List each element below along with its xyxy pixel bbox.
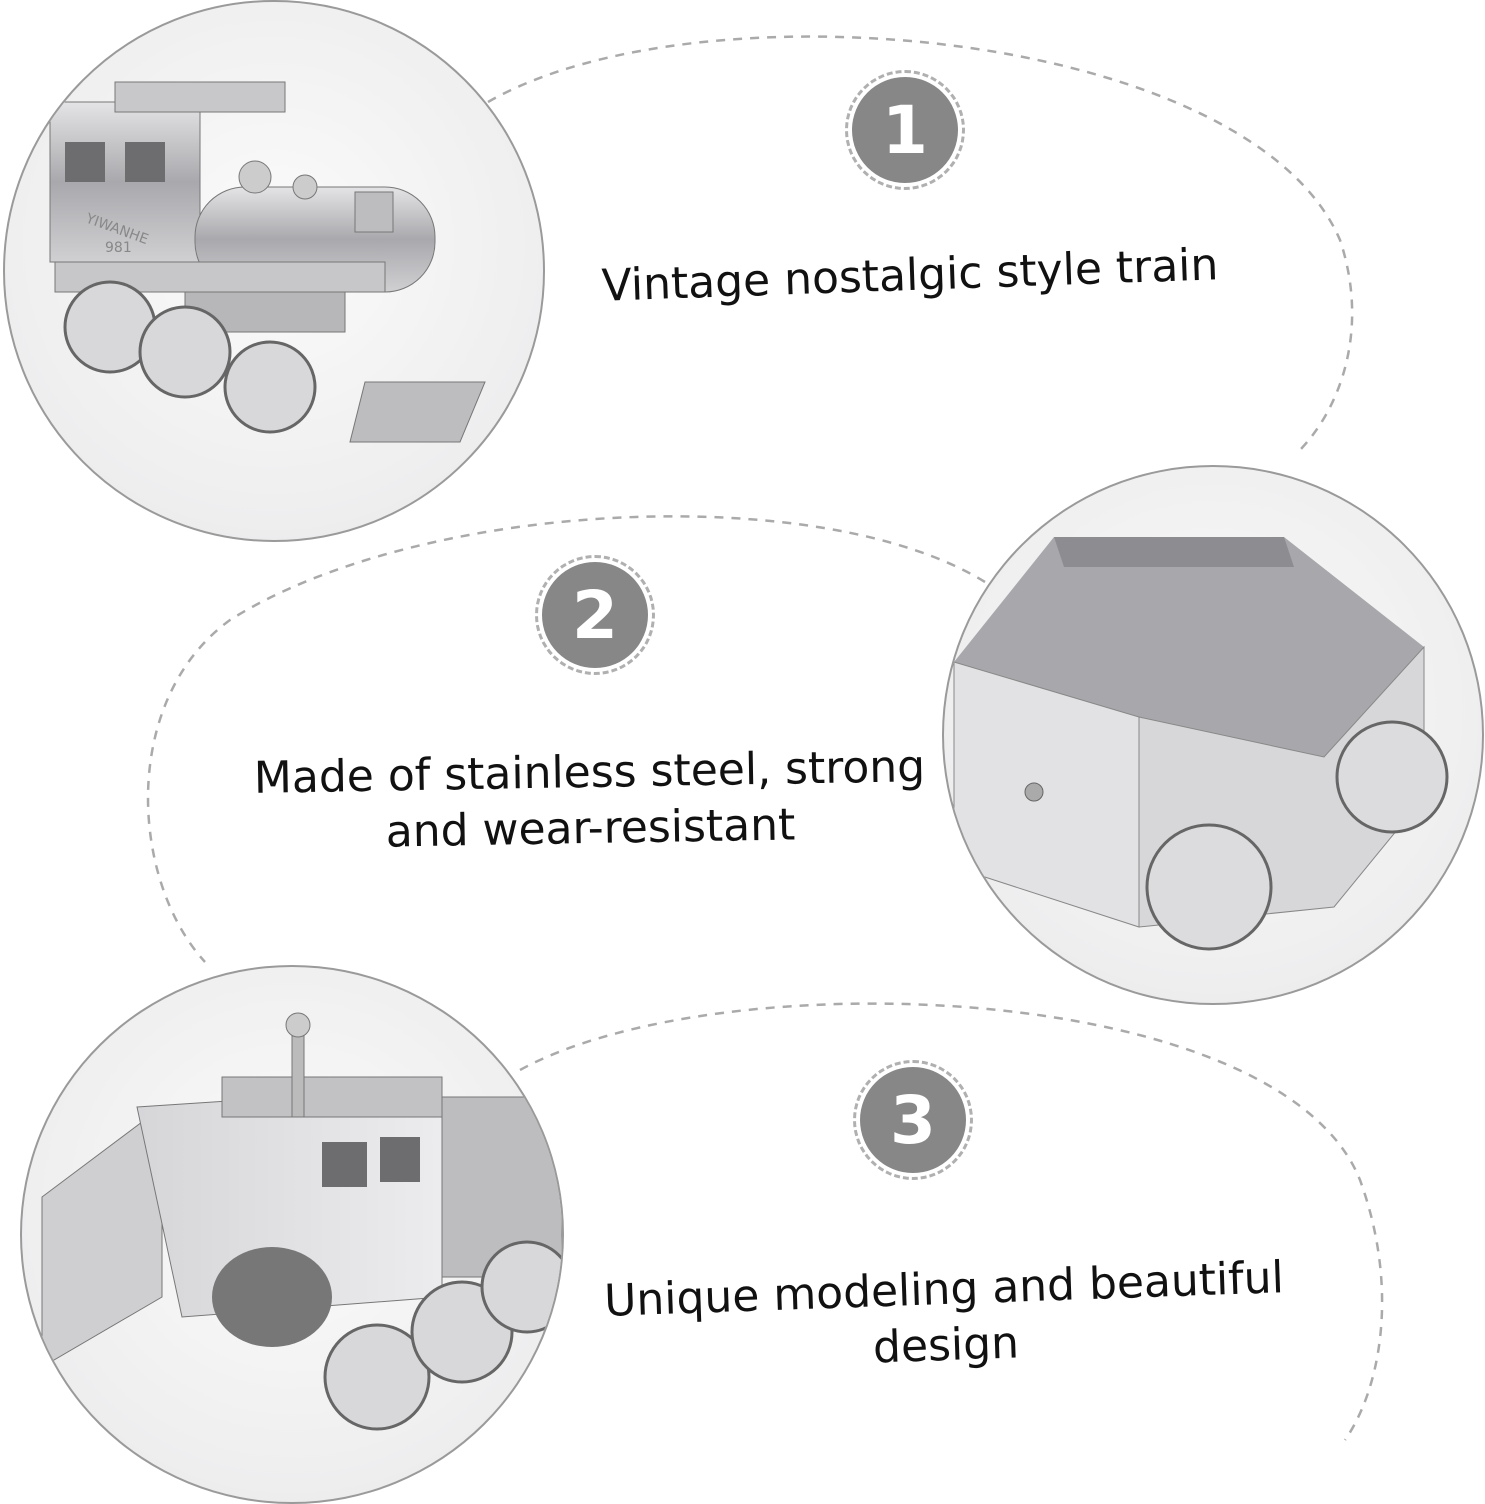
dashed-curve-2	[146, 515, 986, 963]
step-badge-3: 3	[853, 1060, 973, 1180]
locomotive-photo: YIWANHE 981	[3, 0, 545, 542]
dashed-curve-1	[487, 35, 1354, 453]
engraving-model: 981	[105, 240, 132, 256]
step-badge-2: 2	[535, 555, 655, 675]
locomotive-cab-photo	[20, 965, 564, 1504]
step-number: 1	[852, 77, 958, 183]
feature-caption-2: Made of stainless steel, strong and wear…	[229, 739, 951, 864]
tender-wagon-illustration	[953, 537, 1449, 951]
locomotive-illustration: YIWANHE 981	[49, 81, 486, 443]
step-badge-1: 1	[845, 70, 965, 190]
step-number: 3	[860, 1067, 966, 1173]
dashed-curve-3	[519, 1002, 1384, 1441]
step-number: 2	[542, 562, 648, 668]
locomotive-cab-illustration	[41, 1012, 562, 1431]
tender-wagon-photo	[942, 465, 1484, 1005]
